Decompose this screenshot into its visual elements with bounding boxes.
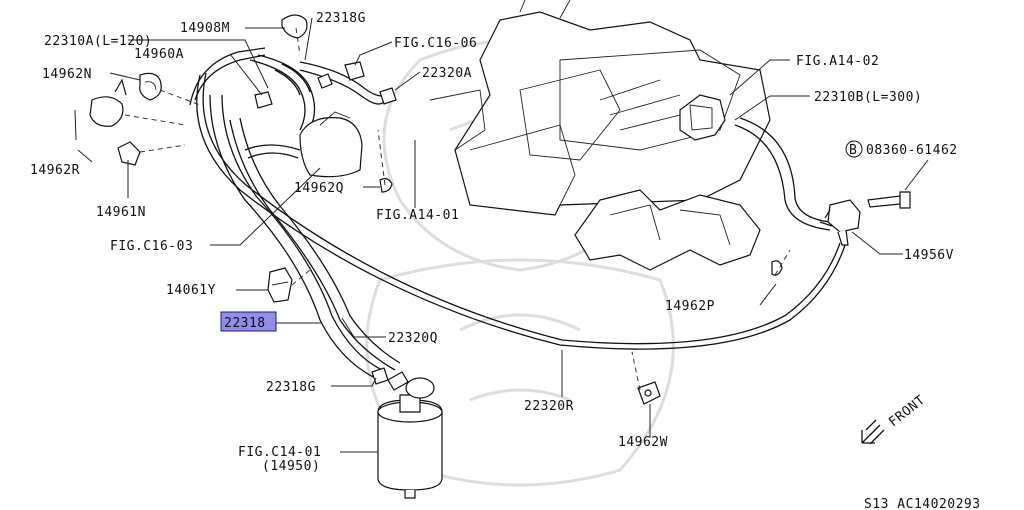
label-14961N[interactable]: 14961N [96, 205, 146, 220]
fitting-14960A [254, 91, 273, 109]
label-14962W[interactable]: 14962W [618, 435, 668, 450]
leader-lines [74, 17, 929, 453]
diagram-code: S13 AC14020293 [864, 497, 981, 510]
hose-22320A [299, 69, 386, 105]
front-indicator: FRONT [861, 393, 928, 445]
hose-22318 [209, 94, 376, 379]
highlight-22318 [220, 311, 277, 332]
label-fig-c16-03[interactable]: FIG.C16-03 [110, 239, 193, 254]
clamp-14962N [139, 72, 162, 101]
engine-assembly [429, 0, 771, 271]
label-fig-a14-02[interactable]: FIG.A14-02 [796, 54, 879, 69]
label-14956V[interactable]: 14956V [904, 248, 954, 263]
clamp-14962P [771, 260, 783, 276]
label-22318G-top[interactable]: 22318G [316, 11, 366, 26]
part-labels: 22310A(L=120) 14908M 22318G FIG.C16-06 1… [30, 11, 958, 474]
label-08360-61462: 08360-61462 [866, 143, 958, 158]
clamp-14962Q [379, 178, 393, 193]
clamp-22318G [317, 73, 389, 385]
fitting-c1606 [344, 61, 365, 81]
front-label: FRONT [886, 393, 928, 430]
canister-14950 [377, 371, 443, 499]
label-fig-c16-06[interactable]: FIG.C16-06 [394, 36, 477, 51]
hose-22310B [734, 124, 831, 231]
dashed-guides [124, 27, 791, 391]
hoses [189, 47, 846, 379]
bolt-08360-61462 [867, 191, 911, 209]
label-22320A[interactable]: 22320A [422, 66, 472, 81]
vsv-14956V [819, 199, 861, 246]
clamp-14962R [89, 78, 127, 127]
label-14908M[interactable]: 14908M [180, 21, 230, 36]
fitting-22320A [379, 87, 397, 105]
label-14960A[interactable]: 14960A [134, 47, 184, 62]
label-14962N[interactable]: 14962N [42, 67, 92, 82]
label-22318[interactable]: 22318 [224, 316, 266, 331]
label-22310B[interactable]: 22310B(L=300) [814, 90, 922, 105]
clip-14961N [117, 141, 141, 166]
label-14962R[interactable]: 14962R [30, 163, 80, 178]
label-fig-c14-01[interactable]: FIG.C14-01 [238, 445, 321, 460]
label-22320R[interactable]: 22320R [524, 399, 574, 414]
label-22318G-bottom[interactable]: 22318G [266, 380, 316, 395]
label-fig-a14-01[interactable]: FIG.A14-01 [376, 208, 459, 223]
bolt-callout[interactable]: B 08360-61462 [845, 140, 958, 158]
label-14950[interactable]: (14950) [262, 459, 320, 474]
clamp-14908M [281, 14, 308, 39]
label-14962P[interactable]: 14962P [665, 299, 715, 314]
label-14061Y[interactable]: 14061Y [166, 283, 216, 298]
label-14962Q[interactable]: 14962Q [294, 181, 344, 196]
bracket-14962W [637, 381, 661, 405]
parts [89, 14, 911, 499]
clip-14061Y [267, 267, 293, 303]
reservoir-tank [299, 111, 363, 178]
label-22320Q[interactable]: 22320Q [388, 331, 438, 346]
hose-22320R [196, 74, 846, 350]
front-arrow-icon [861, 419, 885, 445]
bolt-mark: B [849, 143, 857, 158]
hose-22320Q [229, 119, 396, 371]
label-22310A[interactable]: 22310A(L=120) [44, 34, 152, 49]
